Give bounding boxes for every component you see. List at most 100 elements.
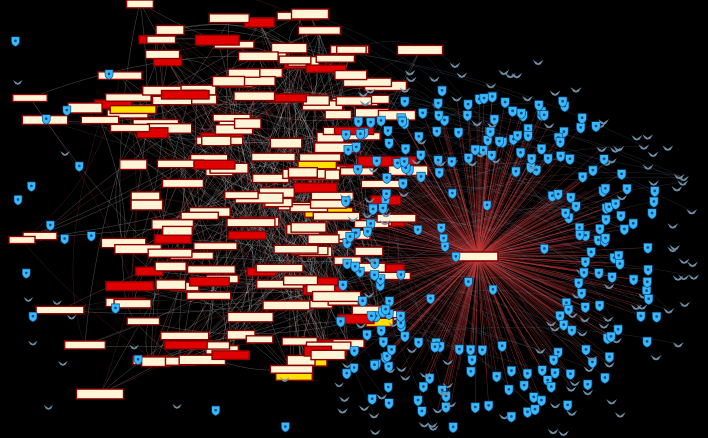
bird-icon-body [672,342,684,348]
edge [161,39,655,192]
shield-icon-dot [49,223,52,227]
shield-icon-dot [388,299,391,303]
node-box [201,135,232,147]
shield-icon-dot [591,360,594,364]
bird-icon-body [487,122,498,129]
shield-icon-dot [514,169,518,173]
shield-icon [577,288,587,300]
bird-icon-body [442,359,454,365]
shield-icon [575,229,585,241]
hub-spoke-edge [477,167,497,257]
edge [44,119,610,365]
bird-icon-body [362,212,373,219]
shield-icon [594,268,604,280]
hub-spoke-edge [477,158,508,257]
shield-icon [433,98,443,110]
shield-icon [384,138,394,150]
shield-icon-dot [348,235,352,238]
shield-icon-dot [491,288,495,291]
shield-icon-dot [561,99,565,103]
edge [99,168,230,395]
shield-icon-dot [510,369,513,373]
shield-icon [463,153,474,165]
bird-icon-body [527,164,539,170]
bird-icon [566,410,578,416]
shield-icon-dot [341,283,345,287]
shield-icon [479,93,489,105]
shield-icon [426,293,435,305]
bird-icon [650,354,662,361]
shield-icon [21,268,31,279]
shield-icon-dot [556,192,560,196]
edge [258,56,304,173]
hub-spoke-edge [398,255,479,341]
shield-icon [607,272,617,284]
shield-icon [516,108,526,120]
edge [99,251,369,395]
shield-icon [62,105,72,116]
shield-icon [414,131,424,143]
shield-icon [511,166,521,178]
node-box [298,153,342,162]
node-box [164,340,208,350]
bird-icon-body [671,186,683,192]
bird-icon [613,146,625,152]
edge [84,29,171,346]
bird-icon [388,322,399,327]
shield-icon-dot [467,156,470,160]
shield-icon-dot [14,39,17,43]
shield-icon-dot [546,156,550,160]
shield-icon-dot [473,148,477,151]
edge [309,197,571,362]
shield-icon-dot [358,132,362,136]
shield-icon [341,129,351,141]
hub-spoke-edge [477,255,502,337]
hub-spoke-edge [445,255,479,397]
shield-icon-dot [535,168,538,172]
shield-icon [463,99,473,111]
bird-icon-body [385,368,396,374]
hub-spoke-edge [471,255,479,342]
hub-spoke-edge [477,127,581,257]
bird-icon [642,134,654,140]
shield-icon [413,337,424,349]
shield-icon [383,382,393,393]
hub-spoke-edge [477,171,517,257]
hub-spoke-edge [438,115,479,257]
shield-icon-dot [419,175,423,178]
bird-icon-body [279,377,290,382]
hub-spoke-edge [400,255,479,353]
bird-icon [385,368,396,374]
node-box [130,191,161,201]
shield-icon [355,129,365,141]
shield-icon [497,341,507,353]
hub-spoke-edge [468,157,479,257]
bird-icon [565,386,577,392]
bird-icon [52,300,62,305]
hub-spoke-edge [477,255,517,346]
edge [209,171,357,282]
hub-spoke-edge [477,171,570,257]
shield-icon-dot [436,158,440,162]
hub-spoke-edge [398,255,479,316]
hub-spoke-edge [427,255,479,347]
bird-icon-body [60,151,70,156]
bird-icon [28,340,38,346]
bird-icon [603,283,615,290]
bird-icon [545,320,557,327]
bird-icon-body [532,59,544,66]
shield-icon [338,280,348,292]
bird-icon-body [549,402,561,409]
shield-icon [576,122,586,134]
hub-spoke-edge [477,220,560,257]
shield-icon-dot [466,113,469,117]
bird-icon-body [549,90,561,96]
bird-icon-body [650,354,662,361]
bird-icon-body [411,158,423,165]
shield-icon-dot [379,328,383,332]
shield-icon-dot [542,113,546,117]
bird-icon-body [406,347,418,353]
shield-icon [350,261,360,273]
shield-icon [418,108,428,120]
